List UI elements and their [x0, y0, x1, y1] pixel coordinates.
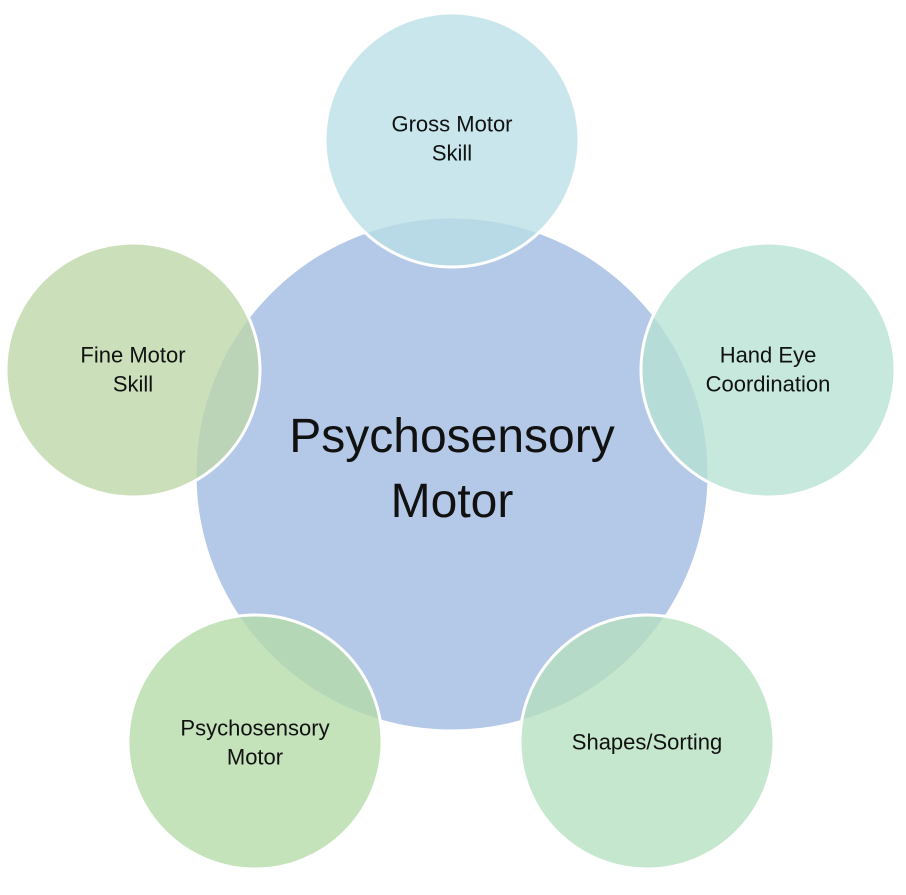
shapes-sorting-circle: [518, 613, 776, 871]
gross-motor-skill-circle: [323, 11, 581, 269]
hand-eye-coordination-circle: [639, 241, 897, 499]
fine-motor-skill-circle: [4, 241, 262, 499]
psychosensory-motor-circle: [126, 613, 384, 871]
